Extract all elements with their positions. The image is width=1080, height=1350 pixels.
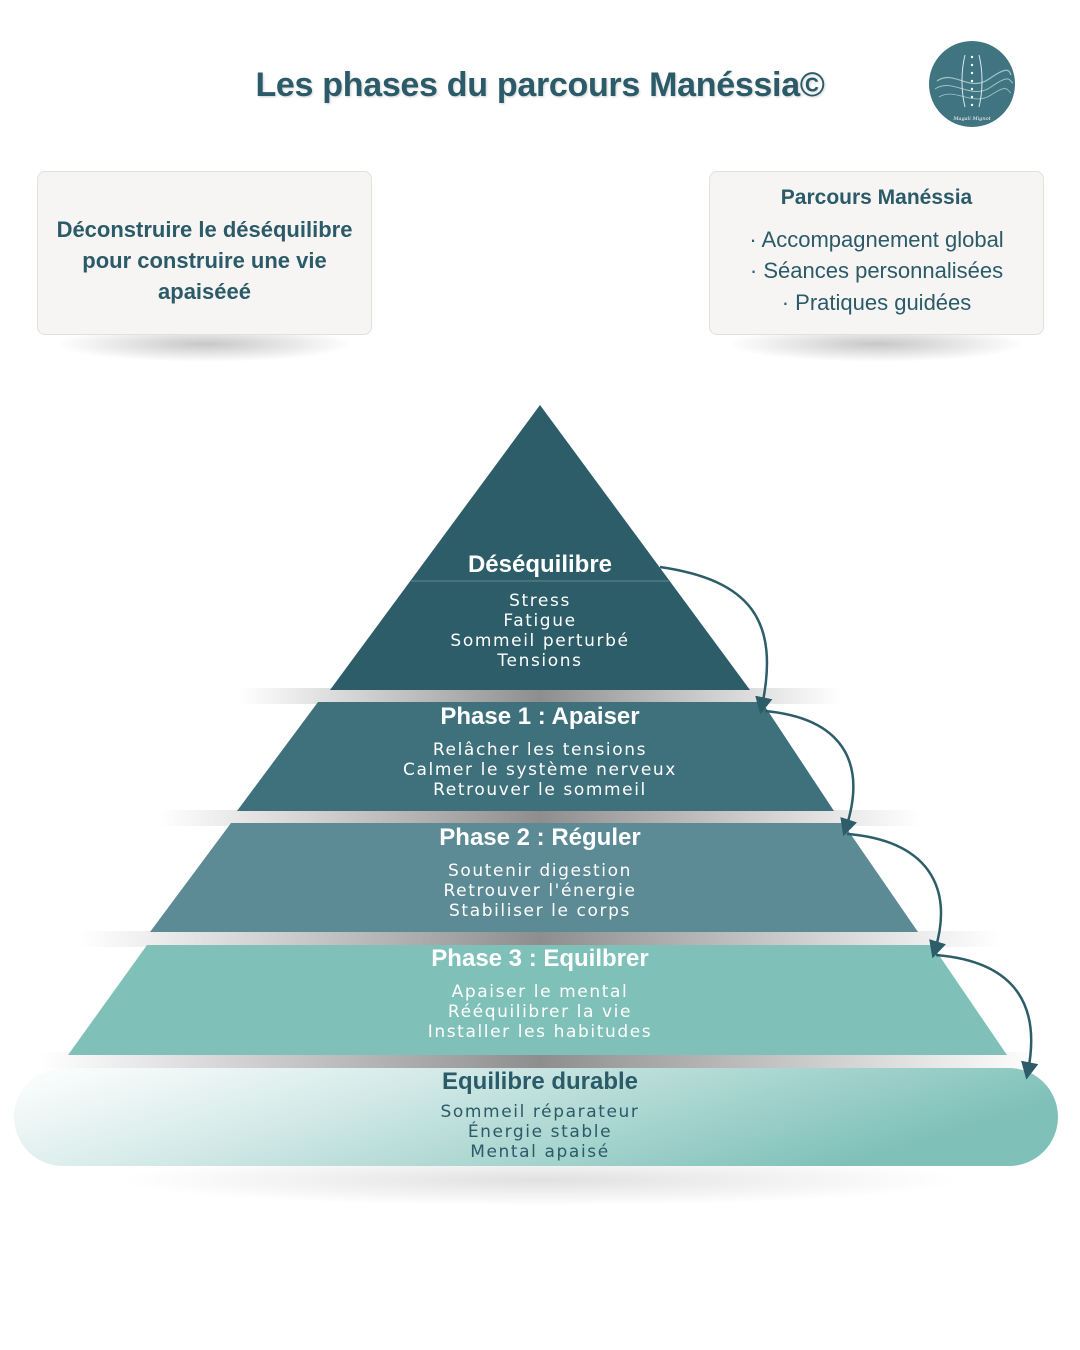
tier-item: Stabiliser le corps — [449, 901, 631, 921]
curved-arrow-icon — [935, 953, 1039, 1080]
base-shadow — [120, 1154, 960, 1206]
tagline-line: pour construire une vie — [82, 248, 327, 273]
program-card: Parcours Manéssia · Accompagnement globa… — [709, 171, 1044, 335]
tier-title-phase2: Phase 2 : Réguler — [439, 824, 641, 851]
program-item: · Pratiques guidées — [781, 290, 972, 315]
tier-separator — [240, 688, 840, 704]
tier-item: Mental apaisé — [470, 1142, 610, 1162]
tagline-card: Déconstruire le déséquilibre pour constr… — [37, 171, 372, 335]
brand-logo: Magali Mignot — [929, 41, 1015, 127]
spine-waves-icon: Magali Mignot — [934, 54, 1014, 122]
tagline-line: apaiséeé — [158, 279, 251, 304]
curved-arrow-icon — [764, 709, 858, 837]
tier-item: Soutenir digestion — [448, 861, 632, 881]
tier-item: Sommeil réparateur — [440, 1102, 640, 1122]
svg-text:Magali Mignot: Magali Mignot — [952, 116, 991, 122]
tagline-line: Déconstruire le déséquilibre — [56, 217, 353, 242]
tagline-text: Déconstruire le déséquilibre pour constr… — [38, 214, 371, 307]
tier-separator — [80, 931, 1000, 947]
tier-item: Retrouver le sommeil — [433, 780, 647, 800]
curved-arrow-icon — [659, 565, 773, 715]
tier-item: Énergie stable — [467, 1122, 613, 1142]
tier-item: Retrouver l'énergie — [443, 881, 637, 901]
tier-phase2-shape — [150, 823, 918, 932]
tier-item: Sommeil perturbé — [450, 631, 630, 651]
tier-separator — [40, 1052, 1040, 1068]
tier-equilibre-durable-shape — [14, 1068, 1058, 1166]
tier-item: Tensions — [497, 651, 583, 671]
tier-title-phase3: Phase 3 : Equilbrer — [431, 945, 649, 972]
tier-item: Relâcher les tensions — [432, 740, 648, 760]
tier-item: Calmer le système nerveux — [403, 760, 677, 780]
tier-phase3-shape — [68, 945, 1007, 1055]
curved-arrow-icon — [846, 832, 946, 959]
tier-item: Installer les habitudes — [427, 1022, 653, 1042]
tier-desequilibre-shape — [330, 405, 750, 690]
tier-item: Stress — [509, 591, 571, 611]
tier-separator — [160, 810, 920, 826]
program-item: · Séances personnalisées — [749, 258, 1004, 283]
tier-title-equilibre-durable: Equilibre durable — [441, 1068, 639, 1095]
tier-phase1-shape — [237, 702, 834, 811]
tier-title-phase1: Phase 1 : Apaiser — [440, 703, 640, 730]
page-title: Les phases du parcours Manéssia© — [255, 66, 825, 104]
tier-item: Fatigue — [503, 611, 577, 631]
tier-item: Rééquilibrer la vie — [447, 1002, 633, 1022]
program-item: · Accompagnement global — [749, 227, 1004, 252]
program-card-title: Parcours Manéssia — [780, 186, 973, 209]
tier-title-desequilibre: Déséquilibre — [467, 551, 613, 578]
tier-item: Apaiser le mental — [451, 982, 629, 1002]
